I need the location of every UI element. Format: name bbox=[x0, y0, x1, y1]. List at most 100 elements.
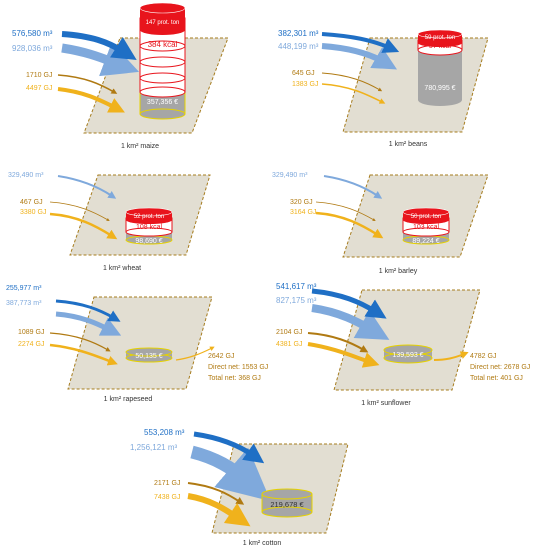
energy-dark-arrow bbox=[321, 72, 383, 92]
energy-dark-label: 645 GJ bbox=[292, 70, 315, 77]
protein-label: 52 prot. ton bbox=[134, 214, 164, 220]
land-plot bbox=[67, 296, 213, 390]
energy-light-arrow bbox=[307, 342, 380, 368]
value-label: 98,690 € bbox=[135, 238, 162, 245]
energy-direct-net-label: Direct net: 2678 GJ bbox=[470, 364, 530, 371]
water-light-label: 387,773 m³ bbox=[6, 300, 42, 307]
water-dark-label: 553,208 m³ bbox=[144, 428, 185, 437]
value-label: 139,593 € bbox=[392, 352, 423, 359]
energy-light-label: 3164 GJ bbox=[290, 209, 316, 216]
energy-dark-label: 2104 GJ bbox=[276, 329, 302, 336]
protein-label: 147 prot. ton bbox=[146, 20, 180, 26]
product-cylinder bbox=[139, 2, 186, 120]
crop-panel-sunflower: 139,593 € 541,617 m³ 827,175 m³ 2104 GJ … bbox=[276, 282, 530, 407]
energy-dark-arrow bbox=[49, 201, 110, 221]
value-label: 219,678 € bbox=[270, 500, 304, 509]
crop-panel-cotton: 219,678 € 553,208 m³ 1,256,121 m³ 2171 G… bbox=[130, 428, 349, 547]
water-dark-label: 382,301 m³ bbox=[278, 29, 319, 38]
energy-dark-label: 320 GJ bbox=[290, 199, 313, 206]
water-dark-arrow bbox=[311, 288, 387, 319]
energy-output-label: 2642 GJ bbox=[208, 353, 234, 360]
energy-output-arrow bbox=[433, 351, 469, 361]
energy-total-net-label: Total net: 401 GJ bbox=[470, 375, 523, 382]
crop-panel-wheat: 52 prot. ton 108 kcal 98,690 € 329,490 m… bbox=[8, 172, 211, 272]
crop-label: 1 km² barley bbox=[379, 268, 418, 275]
water-light-label: 1,256,121 m³ bbox=[130, 443, 177, 452]
water-light-arrow bbox=[61, 42, 140, 77]
energy-light-label: 1383 GJ bbox=[292, 81, 318, 88]
energy-direct-net-label: Direct net: 1553 GJ bbox=[208, 364, 268, 371]
water-dark-label: 541,617 m³ bbox=[276, 282, 317, 291]
water-dark-arrow bbox=[193, 431, 265, 464]
crop-panel-barley: 50 prot. ton 103 kcal 89,224 € 329,490 m… bbox=[272, 172, 489, 275]
energy-light-label: 4381 GJ bbox=[276, 341, 302, 348]
crop-label: 1 km² cotton bbox=[243, 540, 282, 547]
energy-light-label: 7438 GJ bbox=[154, 494, 180, 501]
crop-label: 1 km² maize bbox=[121, 143, 159, 150]
water-dark-arrow bbox=[321, 32, 400, 53]
energy-light-arrow bbox=[49, 343, 118, 366]
crop-label: 1 km² rapeseed bbox=[104, 396, 153, 403]
energy-light-arrow bbox=[187, 493, 251, 527]
energy-dark-label: 467 GJ bbox=[20, 199, 43, 206]
kcal-label: 108 kcal bbox=[136, 224, 163, 231]
energy-light-arrow bbox=[315, 211, 384, 239]
water-light-label: 827,175 m³ bbox=[276, 296, 317, 305]
water-light-label: 329,490 m³ bbox=[272, 172, 308, 179]
water-light-arrow bbox=[55, 311, 122, 336]
energy-dark-arrow bbox=[315, 201, 376, 221]
water-dark-arrow bbox=[55, 299, 121, 322]
value-label: 50,135 € bbox=[135, 353, 162, 360]
protein-label: 59 prot. ton bbox=[425, 35, 455, 41]
energy-dark-label: 1089 GJ bbox=[18, 329, 44, 336]
crop-panel-rapeseed: 50,135 € 255,977 m³ 387,773 m³ 1089 GJ 2… bbox=[6, 285, 268, 403]
land-plot bbox=[211, 443, 349, 534]
energy-light-label: 3380 GJ bbox=[20, 209, 46, 216]
product-cylinder bbox=[383, 344, 433, 364]
water-light-label: 928,036 m³ bbox=[12, 44, 53, 53]
water-light-arrow bbox=[311, 304, 390, 340]
energy-light-arrow bbox=[57, 87, 125, 113]
energy-light-arrow bbox=[49, 212, 118, 240]
water-light-arrow bbox=[323, 175, 383, 199]
energy-dark-label: 1710 GJ bbox=[26, 72, 52, 79]
energy-output-arrow bbox=[175, 346, 215, 361]
product-cylinder bbox=[417, 29, 463, 106]
value-label: 780,995 € bbox=[424, 85, 455, 92]
kcal-label: 103 kcal bbox=[413, 224, 440, 231]
energy-light-label: 2274 GJ bbox=[18, 341, 44, 348]
crop-panel-beans: 59 prot. ton 57 kcal 780,995 € 382,301 m… bbox=[278, 29, 489, 148]
kcal-label: 384 kcal bbox=[148, 40, 178, 49]
crop-label: 1 km² wheat bbox=[103, 265, 141, 272]
water-dark-label: 255,977 m³ bbox=[6, 285, 42, 292]
crop-label: 1 km² beans bbox=[389, 141, 428, 148]
land-plot bbox=[333, 289, 481, 391]
water-light-arrow bbox=[57, 175, 117, 199]
water-light-arrow bbox=[321, 43, 398, 70]
value-label: 357,356 € bbox=[147, 99, 178, 106]
crop-panel-maize: 147 prot. ton 384 kcal 357,356 € 576,580… bbox=[12, 2, 229, 150]
water-dark-arrow bbox=[61, 31, 137, 60]
product-cylinder bbox=[125, 207, 173, 245]
water-light-label: 448,199 m³ bbox=[278, 42, 319, 51]
energy-dark-arrow bbox=[187, 482, 245, 505]
energy-light-arrow bbox=[321, 83, 386, 104]
water-dark-label: 576,580 m³ bbox=[12, 29, 53, 38]
water-light-arrow bbox=[190, 445, 271, 502]
energy-dark-label: 2171 GJ bbox=[154, 480, 180, 487]
crop-label: 1 km² sunflower bbox=[361, 400, 411, 407]
protein-label: 50 prot. ton bbox=[411, 214, 441, 220]
energy-dark-arrow bbox=[49, 332, 111, 352]
product-cylinder bbox=[261, 488, 313, 518]
product-cylinder bbox=[402, 207, 450, 245]
energy-total-net-label: Total net: 368 GJ bbox=[208, 375, 261, 382]
product-cylinder bbox=[125, 347, 173, 363]
energy-dark-arrow bbox=[307, 332, 369, 353]
kcal-label: 57 kcal bbox=[429, 43, 452, 50]
water-light-label: 329,490 m³ bbox=[8, 172, 44, 179]
energy-dark-arrow bbox=[57, 74, 118, 94]
energy-output-label: 4782 GJ bbox=[470, 353, 496, 360]
value-label: 89,224 € bbox=[412, 238, 439, 245]
energy-light-label: 4497 GJ bbox=[26, 85, 52, 92]
